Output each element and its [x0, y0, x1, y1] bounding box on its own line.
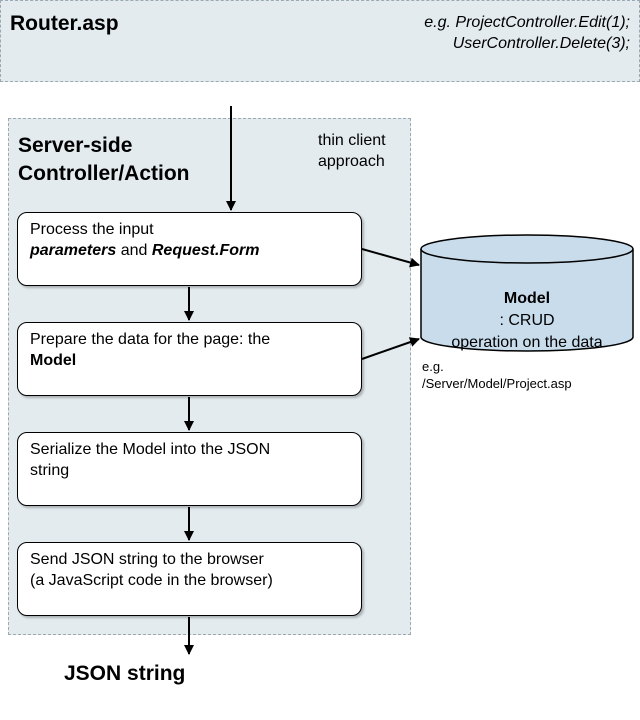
step1-line2: parameters and Request.Form	[30, 240, 349, 261]
step4-line2: (a JavaScript code in the browser)	[30, 572, 273, 589]
controller-note-line2: approach	[318, 153, 385, 170]
step2-line1: Prepare the data for the page: the	[30, 331, 271, 348]
router-example-line1: e.g. ProjectController.Edit(1);	[424, 14, 630, 31]
step2-model-text: Model	[30, 352, 77, 369]
router-example-line2: UserController.Delete(3);	[452, 35, 630, 52]
step1-line1: Process the input	[30, 221, 154, 238]
step1-request-form-text: Request.Form	[151, 242, 260, 259]
controller-note: thin client approach	[318, 130, 386, 172]
router-title: Router.asp	[10, 12, 119, 35]
controller-note-line1: thin client	[318, 132, 386, 149]
database-example-line1: e.g.	[422, 359, 444, 374]
controller-title-line2: Controller/Action	[18, 162, 190, 185]
step-serialize-model: Serialize the Model into the JSON string	[17, 432, 362, 506]
step3-line2: string	[30, 462, 70, 479]
step1-to-db-arrow	[361, 248, 420, 268]
database-example: e.g. /Server/Model/Project.asp	[422, 358, 572, 392]
step2-to-db-arrow	[361, 337, 420, 360]
database-label-line1: Model : CRUD	[422, 288, 632, 332]
database-example-line2: /Server/Model/Project.asp	[422, 376, 572, 391]
step-prepare-model: Prepare the data for the page: the Model	[17, 322, 362, 396]
database-model-text: Model	[503, 290, 551, 307]
database-crud-text: : CRUD	[499, 312, 555, 329]
database-cylinder-icon	[420, 234, 634, 352]
controller-title-line1: Server-side	[18, 134, 133, 157]
database-label-line2: operation on the data	[451, 334, 603, 351]
step1-and-text: and	[116, 242, 152, 259]
router-panel	[0, 0, 640, 82]
step-process-input: Process the input parameters and Request…	[17, 212, 362, 286]
step1-parameters-text: parameters	[30, 242, 117, 259]
database-label: Model : CRUD operation on the data	[422, 288, 632, 354]
step-send-json: Send JSON string to the browser (a JavaS…	[17, 542, 362, 616]
controller-title: Server-side Controller/Action	[18, 132, 190, 188]
router-example: e.g. ProjectController.Edit(1); UserCont…	[424, 12, 630, 54]
step2-line2: Model	[30, 350, 349, 371]
step3-line1: Serialize the Model into the JSON	[30, 441, 271, 458]
step4-line1: Send JSON string to the browser	[30, 551, 264, 568]
output-label: JSON string	[64, 662, 186, 685]
